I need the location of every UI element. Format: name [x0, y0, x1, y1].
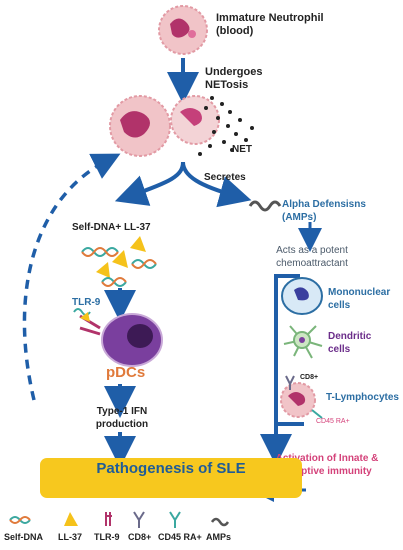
legend-self-dna-icon — [9, 516, 31, 524]
label-mononuclear: Mononuclear cells — [328, 287, 391, 311]
arrow-to-self-dna — [114, 161, 185, 206]
pdc-cell — [101, 313, 163, 367]
label-cd8: CD8+ — [300, 374, 319, 381]
legend-label-cd45: CD45 RA+ — [158, 532, 202, 542]
t-lymphocyte-icon — [280, 375, 323, 419]
legend-ll37-icon — [64, 512, 78, 526]
amp-squiggle — [248, 200, 282, 212]
label-dendritic: Dendritic cells — [328, 331, 372, 355]
arrow-to-alpha-defensins — [181, 161, 252, 208]
feedback-dashed-arrow — [22, 153, 121, 401]
label-activation: Activation of Innate & Adaptive immunity — [275, 453, 379, 477]
legend-label-amps: AMPs — [206, 532, 232, 542]
label-secretes: Secretes — [204, 172, 246, 183]
net-particles — [198, 96, 254, 156]
tlr9-receptor — [73, 308, 101, 336]
label-alpha-defensins: Alpha Defensisns (AMPs) — [282, 199, 366, 223]
legend-label-self-dna: Self-DNA — [4, 532, 44, 542]
legend-label-ll37: LL-37 — [58, 532, 83, 542]
legend-cd45-icon — [169, 511, 181, 528]
dendritic-cell-icon — [283, 325, 323, 359]
label-self-dna-ll37: Self-DNA+ LL-37 — [72, 222, 151, 233]
netosis-cell — [109, 95, 220, 157]
self-dna-ll37-cluster — [81, 236, 157, 287]
legend-cd8-icon — [133, 511, 145, 528]
label-undergoes-netosis: Undergoes NETosis — [205, 66, 263, 91]
pathogenesis-banner: Pathogenesis of SLE — [40, 458, 302, 498]
label-type1-ifn: Type-1 IFN production — [95, 406, 149, 430]
legend-tlr9-icon — [105, 512, 112, 526]
legend-amps-icon — [210, 517, 230, 527]
label-net: NET — [232, 144, 252, 155]
label-pathogenesis: Pathogenesis of SLE — [96, 460, 246, 477]
label-tlr9: TLR-9 — [72, 297, 101, 308]
legend-label-tlr9: TLR-9 — [94, 532, 120, 542]
label-cd45: CD45 RA+ — [316, 418, 350, 425]
cell-bracket — [274, 274, 304, 426]
legend-label-cd8: CD8+ — [128, 532, 152, 542]
mononuclear-cell-icon — [281, 277, 323, 315]
label-immature-neutrophil: Immature Neutrophil (blood) — [216, 12, 324, 37]
immature-neutrophil-cell — [158, 5, 208, 55]
label-pdcs: pDCs — [106, 364, 146, 381]
label-chemoattractant: Acts as a potent chemoattractant — [276, 245, 348, 269]
label-t-lymphocytes: T-Lymphocytes — [326, 392, 399, 403]
